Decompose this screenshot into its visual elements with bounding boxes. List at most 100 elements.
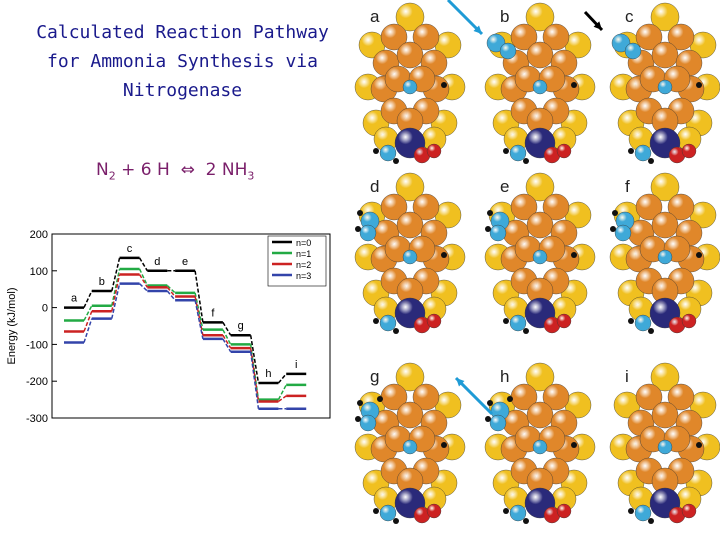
legend-entry: n=1 (296, 249, 311, 259)
panel-label: b (500, 7, 509, 26)
legend-entry: n=2 (296, 260, 311, 270)
series-connector-n=2 (111, 274, 121, 312)
cluster-panel-f: f (609, 172, 720, 334)
step-label: f (211, 307, 215, 319)
h-atom (355, 226, 361, 232)
arrow-blue-g (454, 376, 494, 416)
h-atom (393, 518, 399, 524)
fe-atom (412, 193, 440, 221)
h-atom (571, 442, 577, 448)
cluster-panel-i: i (609, 362, 720, 524)
title-line-1: Calculated Reaction Pathway (36, 22, 329, 43)
s-atom (525, 2, 555, 32)
cluster-panel-b: b (484, 2, 596, 164)
panel-label: h (500, 367, 509, 386)
plot-frame (51, 233, 331, 419)
y-tick-label: 200 (30, 229, 48, 241)
h-atom (393, 158, 399, 164)
n-atom (509, 314, 527, 332)
o-atom (681, 313, 697, 329)
series-connector-n=2 (83, 311, 93, 332)
h-atom (373, 508, 379, 514)
step-label: e (182, 256, 188, 268)
slide-title: Calculated Reaction Pathway for Ammonia … (20, 18, 345, 105)
equation-nh-subscript: 3 (247, 169, 255, 183)
o-atom (426, 503, 442, 519)
n-atom (509, 144, 527, 162)
h-atom (648, 328, 654, 334)
s-atom (650, 172, 680, 202)
h-atom (503, 318, 509, 324)
n-atom (614, 224, 632, 242)
series-connector-n=0 (83, 290, 93, 308)
o-atom (681, 143, 697, 159)
h-atom (487, 210, 493, 216)
o-atom (556, 313, 572, 329)
panel-label: d (370, 177, 379, 196)
series-connector-n=1 (166, 284, 176, 294)
n-atom (359, 414, 377, 432)
cluster-panel-d: d (354, 172, 466, 334)
n-atom (634, 504, 652, 522)
step-label: g (238, 320, 244, 332)
central-atom (532, 439, 548, 455)
equation-arrow-icon: ⇔ (180, 160, 195, 180)
series-connector-n=3 (83, 318, 93, 343)
y-tick-label: -100 (26, 339, 48, 351)
o-atom (556, 503, 572, 519)
step-label: c (127, 243, 133, 255)
series-connector-n=1 (83, 305, 93, 321)
n-atom (624, 42, 642, 60)
h-atom (441, 82, 447, 88)
fe-atom (542, 193, 570, 221)
h-atom (485, 416, 491, 422)
step-label: a (71, 293, 78, 305)
h-atom (393, 328, 399, 334)
cluster-panel-c: c (609, 2, 720, 164)
y-tick-label: 100 (30, 266, 48, 278)
n-atom (359, 224, 377, 242)
y-axis-label: Energy (kJ/mol) (6, 287, 18, 364)
panel-label: a (370, 7, 380, 26)
h-atom (523, 518, 529, 524)
h-atom (441, 252, 447, 258)
fe-atom (667, 23, 695, 51)
series-connector-n=1 (138, 268, 149, 286)
central-atom (657, 439, 673, 455)
h-atom (628, 508, 634, 514)
fe-atom (510, 23, 538, 51)
o-atom (556, 143, 572, 159)
series-connector-n=3 (139, 283, 148, 292)
equation-n: N (96, 160, 109, 180)
series-connector-n=2 (166, 286, 176, 298)
panel-label: c (625, 7, 634, 26)
cluster-panel-e: e (484, 172, 596, 334)
s-atom (650, 362, 680, 392)
step-label: b (99, 276, 105, 288)
h-atom (610, 226, 616, 232)
n-atom (379, 504, 397, 522)
fe-atom (412, 383, 440, 411)
series-connector-n=3 (166, 290, 176, 301)
reaction-equation: N2 + 6 H ⇔ 2 NH3 (96, 160, 254, 182)
h-atom (357, 210, 363, 216)
h-atom (696, 82, 702, 88)
s-atom (395, 172, 425, 202)
h-atom (485, 226, 491, 232)
series-connector-n=0 (138, 257, 148, 272)
fe-atom (651, 401, 679, 429)
fe-atom (396, 401, 424, 429)
title-line-2: for Ammonia Synthesis via (47, 51, 318, 72)
equation-n-subscript: 2 (108, 169, 116, 183)
h-atom (648, 518, 654, 524)
h-atom (441, 442, 447, 448)
h-atom (571, 252, 577, 258)
y-tick-label: -300 (26, 413, 48, 425)
fe-atom (526, 211, 554, 239)
fe-atom (526, 401, 554, 429)
arrow-blue-b-head (473, 25, 482, 34)
fe-atom (396, 41, 424, 69)
n-atom (379, 144, 397, 162)
central-atom (657, 249, 673, 265)
arrow-blue-g-head (456, 378, 465, 387)
